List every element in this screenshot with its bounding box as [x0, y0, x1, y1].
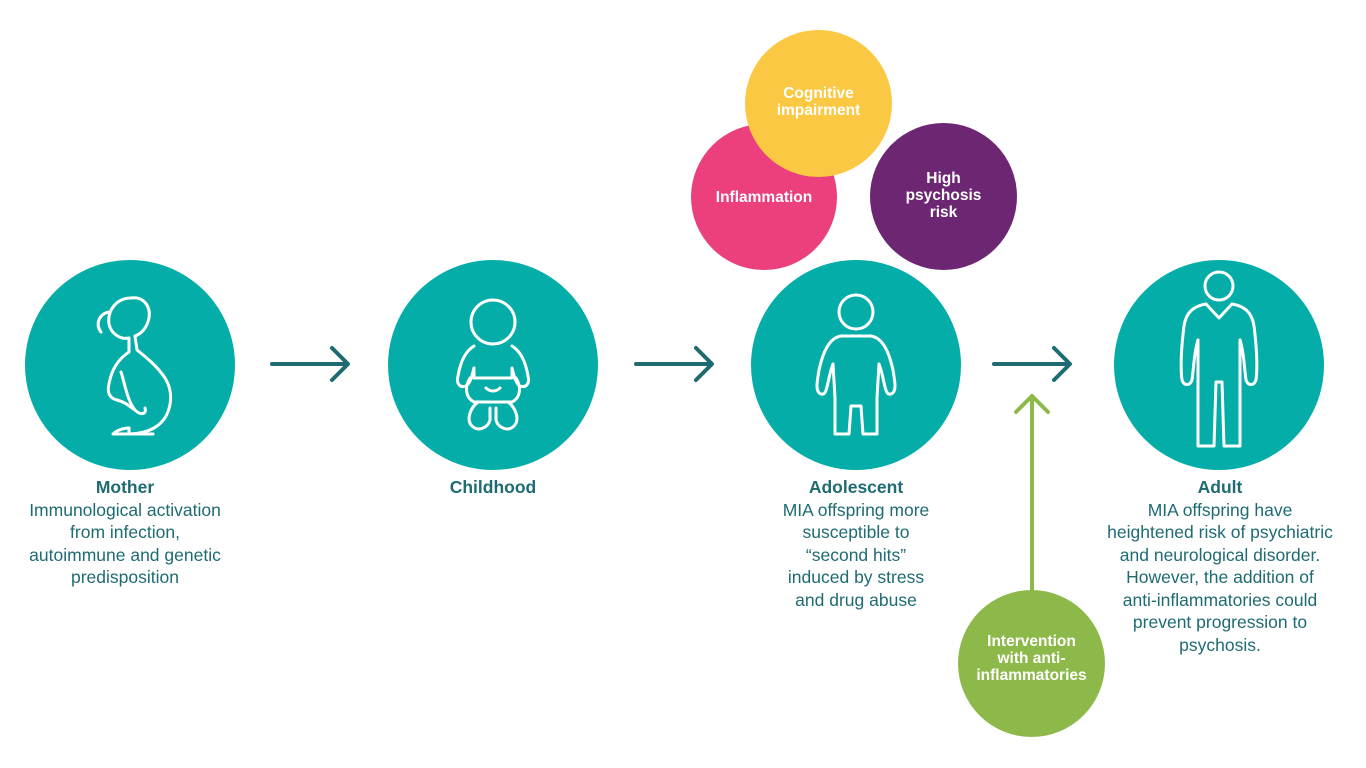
- cognitive-impairment-bubble: Cognitive impairment: [745, 30, 892, 177]
- adult-circle: [1114, 260, 1324, 470]
- adolescent-label: Adolescent MIA offspring more susceptibl…: [736, 476, 976, 611]
- adult-label: Adult MIA offspring have heightened risk…: [1080, 476, 1360, 656]
- adult-icon: [1179, 270, 1259, 448]
- psychosis-risk-label: High psychosis risk: [905, 170, 982, 221]
- psychosis-risk-bubble: High psychosis risk: [870, 123, 1017, 270]
- cognitive-impairment-label: Cognitive impairment: [776, 84, 861, 119]
- arrow-mother-to-childhood: [270, 346, 350, 382]
- adolescent-circle: [751, 260, 961, 470]
- intervention-label: Intervention with anti- inflammatories: [976, 633, 1087, 684]
- arrow-childhood-to-adolescent: [634, 346, 714, 382]
- child-icon: [815, 293, 897, 436]
- arrow-adolescent-to-adult: [992, 346, 1072, 382]
- baby-icon: [456, 298, 530, 431]
- mother-label: Mother Immunological activation from inf…: [0, 476, 250, 589]
- childhood-label: Childhood: [388, 476, 598, 499]
- pregnant-woman-icon: [96, 296, 173, 436]
- intervention-bubble: Intervention with anti- inflammatories: [958, 590, 1105, 737]
- intervention-arrow: [1014, 394, 1050, 594]
- mother-title: Mother: [95, 477, 155, 497]
- childhood-title: Childhood: [449, 477, 537, 497]
- inflammation-label: Inflammation: [715, 188, 813, 206]
- childhood-circle: [388, 260, 598, 470]
- mother-circle: [25, 260, 235, 470]
- adult-title: Adult: [1197, 477, 1243, 497]
- adolescent-title: Adolescent: [808, 477, 904, 497]
